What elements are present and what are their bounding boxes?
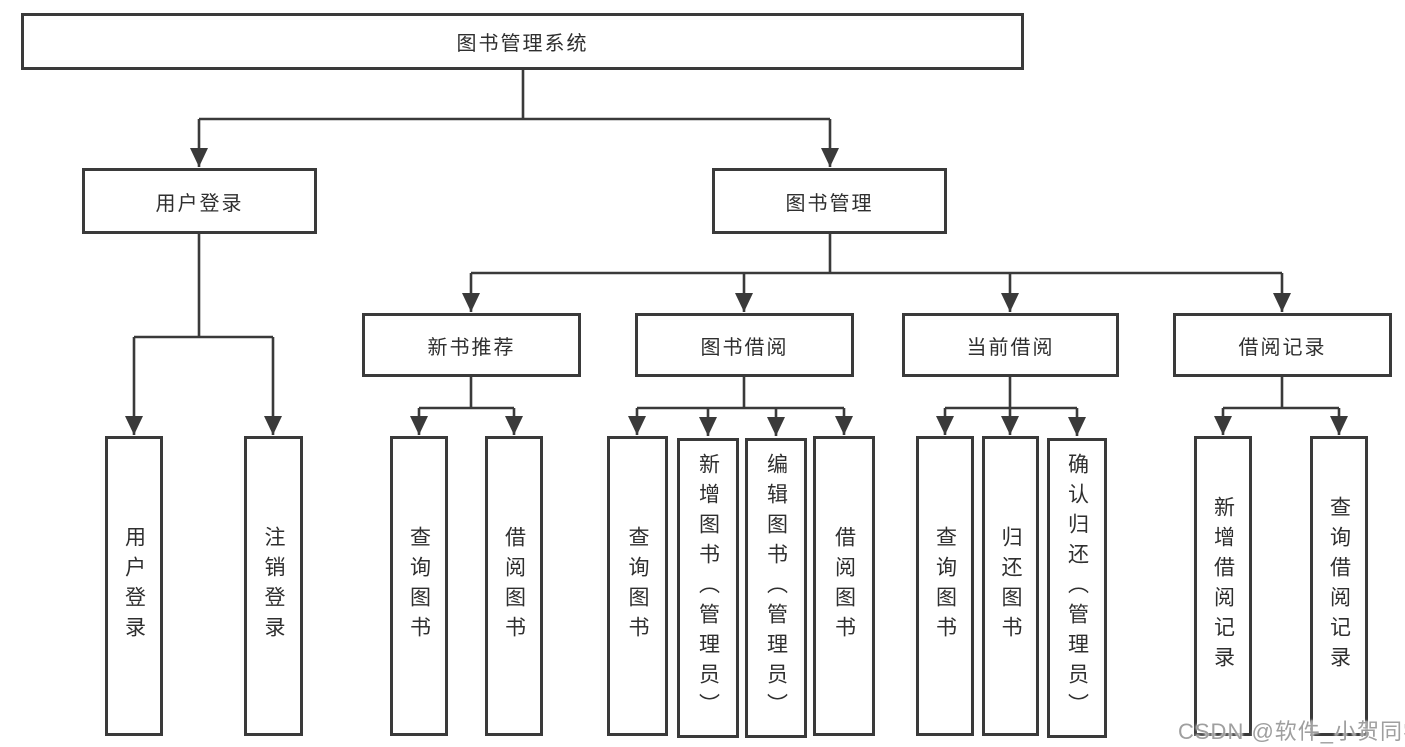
leaf-query-borrow-record: 查询借阅记录 bbox=[1310, 436, 1368, 736]
connector-book-management-to-level3 bbox=[462, 234, 1291, 312]
node-label: 当前借阅 bbox=[966, 336, 1055, 359]
leaf-label: 查询借阅记录 bbox=[1327, 496, 1351, 676]
node-borrow-records: 借阅记录 bbox=[1173, 313, 1392, 377]
leaf-label: 新增图书（管理员） bbox=[696, 453, 720, 723]
connector-new-book-recommend-to-leaves bbox=[410, 377, 523, 435]
csdn-watermark: CSDN @软件_小贺同学 bbox=[1178, 719, 1405, 744]
node-user-login: 用户登录 bbox=[82, 168, 317, 234]
leaf-borrow-books-borrow: 借阅图书 bbox=[813, 436, 875, 736]
node-library-management-system: 图书管理系统 bbox=[21, 13, 1024, 70]
leaf-label: 查询图书 bbox=[407, 526, 431, 646]
leaf-query-books-borrow: 查询图书 bbox=[607, 436, 668, 736]
leaf-label: 借阅图书 bbox=[502, 526, 526, 646]
node-label: 图书借阅 bbox=[700, 336, 789, 359]
node-book-management: 图书管理 bbox=[712, 168, 947, 234]
leaf-label: 编辑图书（管理员） bbox=[764, 453, 788, 723]
node-current-borrow: 当前借阅 bbox=[902, 313, 1119, 377]
leaf-label: 借阅图书 bbox=[832, 526, 856, 646]
leaf-borrow-books-recommend: 借阅图书 bbox=[485, 436, 543, 736]
leaf-label: 确认归还（管理员） bbox=[1065, 453, 1089, 723]
connector-book-borrow-to-leaves bbox=[628, 377, 853, 436]
leaf-edit-book-admin: 编辑图书（管理员） bbox=[745, 438, 807, 738]
leaf-return-book: 归还图书 bbox=[982, 436, 1039, 736]
leaf-label: 新增借阅记录 bbox=[1211, 496, 1235, 676]
node-new-book-recommend: 新书推荐 bbox=[362, 313, 581, 377]
leaf-add-book-admin: 新增图书（管理员） bbox=[677, 438, 739, 738]
node-label: 借阅记录 bbox=[1238, 336, 1327, 359]
leaf-user-login: 用户登录 bbox=[105, 436, 163, 736]
node-label: 新书推荐 bbox=[427, 336, 516, 359]
connector-user-login-to-leaves bbox=[125, 234, 282, 435]
leaf-query-books-recommend: 查询图书 bbox=[390, 436, 448, 736]
leaf-confirm-return-admin: 确认归还（管理员） bbox=[1047, 438, 1107, 738]
node-label: 图书管理 bbox=[785, 192, 874, 215]
node-book-borrow: 图书借阅 bbox=[635, 313, 854, 377]
leaf-label: 注销登录 bbox=[262, 526, 285, 646]
leaf-logout: 注销登录 bbox=[244, 436, 303, 736]
leaf-label: 查询图书 bbox=[933, 526, 957, 646]
node-label: 图书管理系统 bbox=[456, 33, 589, 55]
leaf-query-books-current: 查询图书 bbox=[916, 436, 974, 736]
leaf-label: 查询图书 bbox=[626, 526, 649, 646]
connector-borrow-records-to-leaves bbox=[1214, 377, 1348, 435]
leaf-label: 用户登录 bbox=[122, 526, 146, 646]
leaf-label: 归还图书 bbox=[999, 526, 1022, 646]
connector-root-to-level2 bbox=[190, 70, 839, 167]
connector-current-borrow-to-leaves bbox=[936, 377, 1086, 436]
leaf-add-borrow-record: 新增借阅记录 bbox=[1194, 436, 1252, 736]
node-label: 用户登录 bbox=[155, 192, 244, 215]
